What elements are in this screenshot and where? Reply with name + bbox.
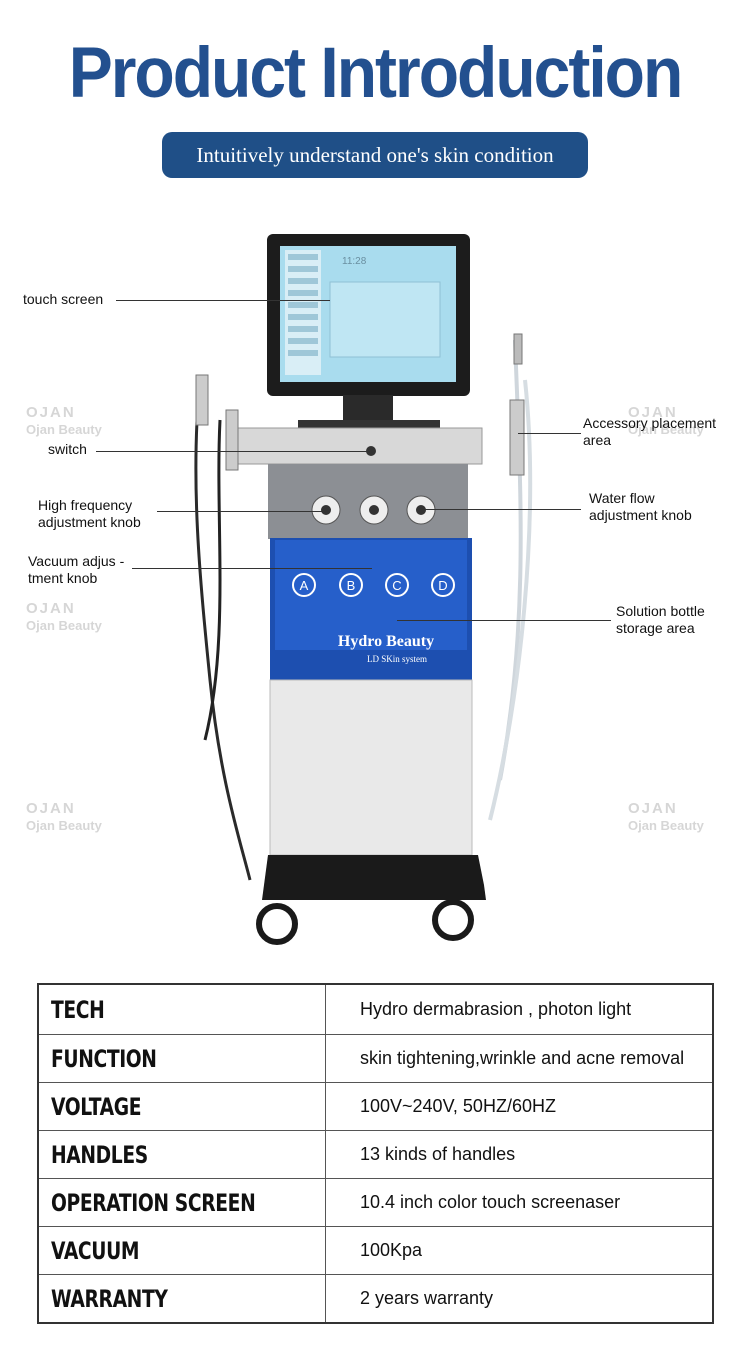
callout-water-flow: Water flow adjustment knob <box>589 490 692 523</box>
watermark: OJAN Ojan Beauty <box>628 404 704 438</box>
spec-value: 2 years warranty <box>324 1274 714 1324</box>
callout-touch-screen: touch screen <box>23 291 104 307</box>
callout-accessory: Accessory placement area <box>583 415 717 448</box>
table-row: TECH Hydro dermabrasion , photon light <box>37 983 714 1035</box>
bottle-label-a: A <box>300 578 309 593</box>
spec-label: TECH <box>37 983 326 1035</box>
table-row: VOLTAGE 100V~240V, 50HZ/60HZ <box>37 1082 714 1131</box>
table-row: HANDLES 13 kinds of handles <box>37 1130 714 1179</box>
watermark-brand: Ojan Beauty <box>628 818 704 833</box>
base <box>262 855 486 900</box>
watermark-logo: OJAN <box>26 800 76 817</box>
watermark: OJAN Ojan Beauty <box>26 800 102 834</box>
watermark: OJAN Ojan Beauty <box>26 404 102 438</box>
bottle-label-c: C <box>392 578 401 593</box>
spec-value: Hydro dermabrasion , photon light <box>324 983 714 1035</box>
bottle-label-b: B <box>347 578 356 593</box>
product-image: 11:28 A B C D Hydro Beauty LD SKin syste… <box>194 234 533 945</box>
callout-line <box>96 451 371 452</box>
wheel-right <box>432 899 474 941</box>
watermark-brand: Ojan Beauty <box>26 618 102 633</box>
table-row: VACUUM 100Kpa <box>37 1226 714 1275</box>
subtitle-banner: Intuitively understand one's skin condit… <box>162 132 588 178</box>
callout-solution: Solution bottle storage area <box>616 603 705 636</box>
table-row: WARRANTY 2 years warranty <box>37 1274 714 1324</box>
watermark-logo: OJAN <box>26 404 76 421</box>
spec-value: skin tightening,wrinkle and acne removal <box>324 1034 714 1083</box>
page-title: Product Introduction <box>68 32 684 112</box>
lower-cabinet <box>269 679 473 856</box>
watermark-brand: Ojan Beauty <box>26 422 102 437</box>
spec-value: 100Kpa <box>324 1226 714 1275</box>
bottle-labels: A B C D <box>292 573 455 597</box>
watermark-brand: Ojan Beauty <box>628 422 704 437</box>
spec-table: TECH Hydro dermabrasion , photon light F… <box>37 983 714 1324</box>
spec-label: FUNCTION <box>37 1034 326 1083</box>
callout-line <box>132 568 372 569</box>
screen-clock: 11:28 <box>342 256 367 267</box>
switch-button <box>366 446 376 456</box>
panel-brand-text: Hydro Beauty <box>338 633 434 650</box>
watermark-logo: OJAN <box>26 600 76 617</box>
callout-line <box>116 300 330 301</box>
callout-vacuum: Vacuum adjus -tment knob <box>28 553 125 586</box>
spec-label: WARRANTY <box>37 1274 326 1324</box>
watermark: OJAN Ojan Beauty <box>628 800 704 834</box>
subtitle-text: Intuitively understand one's skin condit… <box>196 142 554 167</box>
bottle-label-d: D <box>438 578 447 593</box>
panel-brand-subtext: LD SKin system <box>367 654 427 664</box>
spec-value: 13 kinds of handles <box>324 1130 714 1179</box>
callout-line <box>421 509 581 510</box>
wheel-left <box>256 903 298 945</box>
callout-switch: switch <box>48 441 87 457</box>
spec-label: OPERATION SCREEN <box>37 1178 326 1227</box>
callout-line <box>157 511 325 512</box>
watermark-logo: OJAN <box>628 800 678 817</box>
spec-label: VACUUM <box>37 1226 326 1275</box>
table-row: FUNCTION skin tightening,wrinkle and acn… <box>37 1034 714 1083</box>
spec-value: 100V~240V, 50HZ/60HZ <box>324 1082 714 1131</box>
watermark-brand: Ojan Beauty <box>26 818 102 833</box>
spec-value: 10.4 inch color touch screenaser <box>324 1178 714 1227</box>
callout-line <box>518 433 581 434</box>
watermark: OJAN Ojan Beauty <box>26 600 102 634</box>
watermark-logo: OJAN <box>628 404 678 421</box>
callout-line <box>397 620 611 621</box>
spec-label: HANDLES <box>37 1130 326 1179</box>
callout-high-frequency: High frequency adjustment knob <box>38 497 141 530</box>
table-row: OPERATION SCREEN 10.4 inch color touch s… <box>37 1178 714 1227</box>
spec-label: VOLTAGE <box>37 1082 326 1131</box>
